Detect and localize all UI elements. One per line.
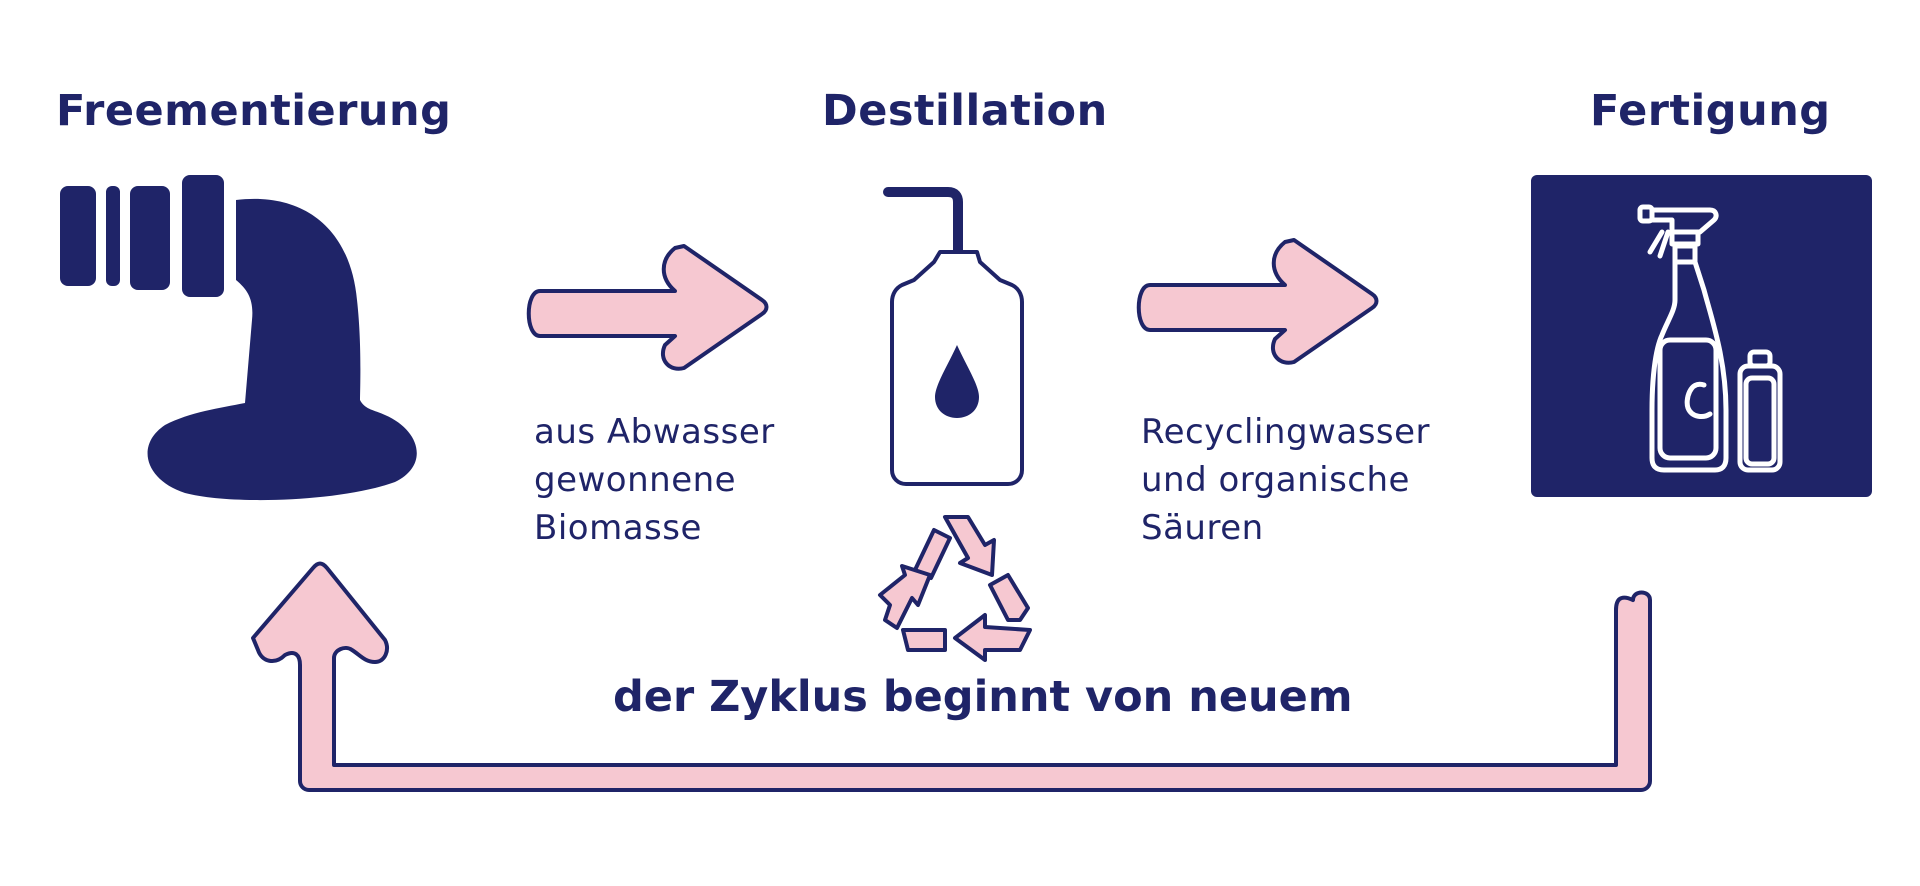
cleaning-products-icon xyxy=(1531,175,1872,497)
transition-description-biomasse: aus Abwasser gewonnene Biomasse xyxy=(534,408,775,552)
description-line: und organische xyxy=(1141,460,1410,500)
description-line: Biomasse xyxy=(534,508,702,548)
recycle-icon xyxy=(878,515,1032,662)
description-line: gewonnene xyxy=(534,460,737,500)
stage-title-fertigung: Fertigung xyxy=(1590,86,1831,136)
arrow-to-destillation xyxy=(526,244,769,371)
description-line: Säuren xyxy=(1141,508,1264,548)
stage-title-destillation: Destillation xyxy=(822,86,1108,136)
description-line: aus Abwasser xyxy=(534,412,775,452)
stage-title-freementierung: Freementierung xyxy=(56,86,452,136)
arrow-to-fertigung xyxy=(1136,238,1379,365)
description-line: Recyclingwasser xyxy=(1141,412,1431,452)
fermentation-tank-icon xyxy=(60,175,417,501)
transition-description-recyclingwasser: Recyclingwasser und organische Säuren xyxy=(1141,408,1430,552)
return-cycle-arrow xyxy=(251,561,1652,792)
cycle-label: der Zyklus beginnt von neuem xyxy=(613,672,1353,722)
pump-bottle-icon xyxy=(883,187,1024,486)
